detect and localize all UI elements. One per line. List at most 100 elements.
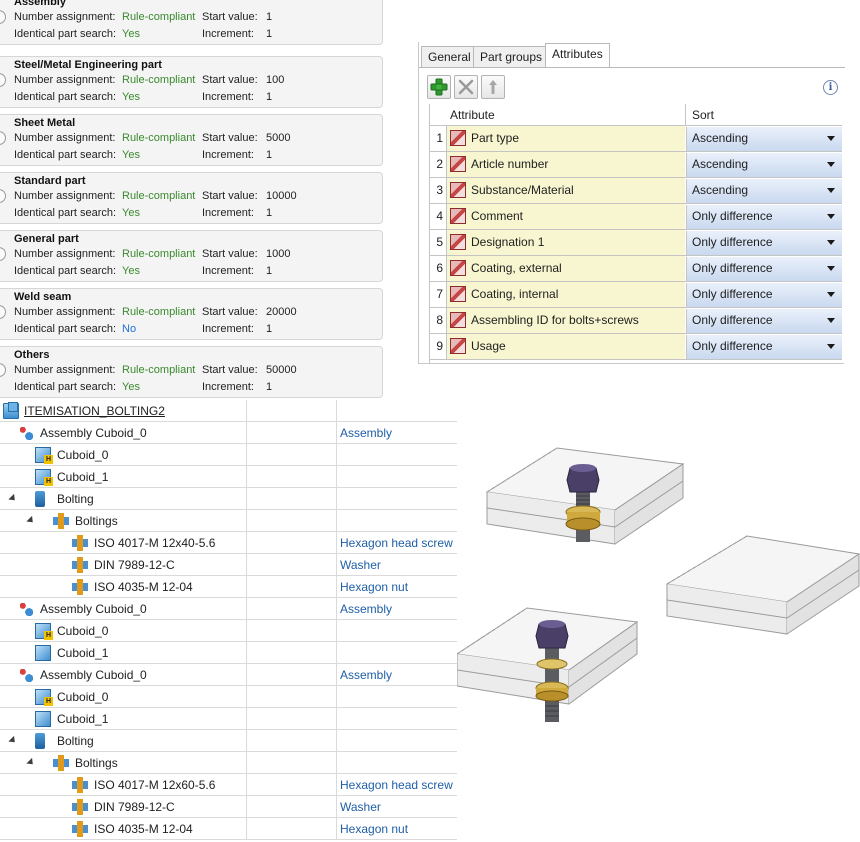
dropdown-arrow-icon[interactable] — [827, 344, 835, 349]
number-assignment-value[interactable]: Rule-compliant — [122, 11, 196, 23]
identical-part-search-value[interactable]: Yes — [122, 381, 140, 393]
sort-dropdown[interactable]: Only difference — [686, 309, 842, 333]
number-assignment-value[interactable]: Rule-compliant — [122, 364, 196, 376]
tree-row[interactable]: Cuboid_1 — [0, 642, 457, 664]
tree-item-name[interactable]: ISO 4035-M 12-04 — [94, 822, 193, 836]
sort-dropdown[interactable]: Only difference — [686, 231, 842, 255]
tab-general[interactable]: General — [421, 46, 478, 68]
tab-attributes[interactable]: Attributes — [545, 43, 610, 68]
tree-item-name[interactable]: ISO 4017-M 12x60-5.6 — [94, 778, 216, 792]
tree-item-name[interactable]: Cuboid_1 — [57, 712, 109, 726]
dropdown-arrow-icon[interactable] — [827, 318, 835, 323]
tree-item-name[interactable]: Cuboid_0 — [57, 624, 109, 638]
tree-item-name[interactable]: Assembly Cuboid_0 — [40, 602, 147, 616]
tree-root-row[interactable]: ITEMISATION_BOLTING2 — [0, 400, 457, 422]
tree-item-name[interactable]: DIN 7989-12-C — [94, 800, 175, 814]
dropdown-arrow-icon[interactable] — [827, 240, 835, 245]
attribute-cell[interactable]: Designation 1 — [446, 230, 685, 255]
dropdown-arrow-icon[interactable] — [827, 162, 835, 167]
number-assignment-value[interactable]: Rule-compliant — [122, 132, 196, 144]
sort-dropdown[interactable]: Only difference — [686, 283, 842, 307]
attribute-cell[interactable]: Substance/Material — [446, 178, 685, 203]
expand-circle-icon[interactable] — [0, 73, 6, 87]
number-assignment-value[interactable]: Rule-compliant — [122, 74, 196, 86]
number-assignment-value[interactable]: Rule-compliant — [122, 190, 196, 202]
tree-item-name[interactable]: Cuboid_0 — [57, 690, 109, 704]
expand-circle-icon[interactable] — [0, 131, 6, 145]
dropdown-arrow-icon[interactable] — [827, 136, 835, 141]
move-up-button[interactable] — [481, 75, 505, 99]
info-icon[interactable]: i — [823, 80, 838, 95]
attribute-cell[interactable]: Coating, internal — [446, 282, 685, 307]
tree-item-name[interactable]: Assembly Cuboid_0 — [40, 426, 147, 440]
attribute-cell[interactable]: Part type — [446, 126, 685, 151]
sort-dropdown[interactable]: Only difference — [686, 335, 842, 359]
tree-item-name[interactable]: Cuboid_0 — [57, 448, 109, 462]
expand-circle-icon[interactable] — [0, 305, 6, 319]
identical-part-search-value[interactable]: No — [122, 323, 137, 335]
attribute-cell[interactable]: Coating, external — [446, 256, 685, 281]
attribute-cell[interactable]: Usage — [446, 334, 685, 359]
delete-button[interactable] — [454, 75, 478, 99]
column-header-sort[interactable]: Sort — [692, 108, 715, 122]
tree-row[interactable]: Boltings — [0, 510, 457, 532]
tree-row[interactable]: Cuboid_0 — [0, 444, 457, 466]
number-assignment-value[interactable]: Rule-compliant — [122, 306, 196, 318]
tree-item-name[interactable]: Cuboid_1 — [57, 646, 109, 660]
add-button[interactable] — [427, 75, 451, 99]
tree-item-name[interactable]: DIN 7989-12-C — [94, 558, 175, 572]
attribute-cell[interactable]: Article number — [446, 152, 685, 177]
sort-dropdown[interactable]: Ascending — [686, 153, 842, 177]
tree-row[interactable]: Cuboid_1 — [0, 708, 457, 730]
attribute-cell[interactable]: Assembling ID for bolts+screws — [446, 308, 685, 333]
tree-row[interactable]: Boltings — [0, 752, 457, 774]
expand-circle-icon[interactable] — [0, 10, 6, 24]
tree-item-name[interactable]: ISO 4035-M 12-04 — [94, 580, 193, 594]
column-header-attribute[interactable]: Attribute — [450, 108, 495, 122]
sort-dropdown[interactable]: Only difference — [686, 257, 842, 281]
tree-item-name[interactable]: Bolting — [57, 492, 94, 506]
dropdown-arrow-icon[interactable] — [827, 188, 835, 193]
tree-row[interactable]: Bolting — [0, 730, 457, 752]
sort-dropdown[interactable]: Ascending — [686, 127, 842, 151]
tree-item-name[interactable]: Cuboid_1 — [57, 470, 109, 484]
expand-circle-icon[interactable] — [0, 189, 6, 203]
expand-circle-icon[interactable] — [0, 247, 6, 261]
identical-part-search-value[interactable]: Yes — [122, 265, 140, 277]
3d-model-view[interactable] — [455, 404, 860, 842]
tree-item-name[interactable]: Boltings — [75, 514, 118, 528]
collapse-arrow-icon[interactable] — [8, 493, 18, 504]
attribute-cell[interactable]: Comment — [446, 204, 685, 229]
dropdown-arrow-icon[interactable] — [827, 266, 835, 271]
tree-root-name[interactable]: ITEMISATION_BOLTING2 — [24, 404, 165, 418]
collapse-arrow-icon[interactable] — [26, 515, 36, 526]
sort-dropdown[interactable]: Ascending — [686, 179, 842, 203]
identical-part-search-value[interactable]: Yes — [122, 28, 140, 40]
identical-part-search-value[interactable]: Yes — [122, 149, 140, 161]
tree-item-name[interactable]: Assembly Cuboid_0 — [40, 668, 147, 682]
identical-part-search-value[interactable]: Yes — [122, 91, 140, 103]
sort-dropdown[interactable]: Only difference — [686, 205, 842, 229]
tree-row[interactable]: Cuboid_0 — [0, 620, 457, 642]
